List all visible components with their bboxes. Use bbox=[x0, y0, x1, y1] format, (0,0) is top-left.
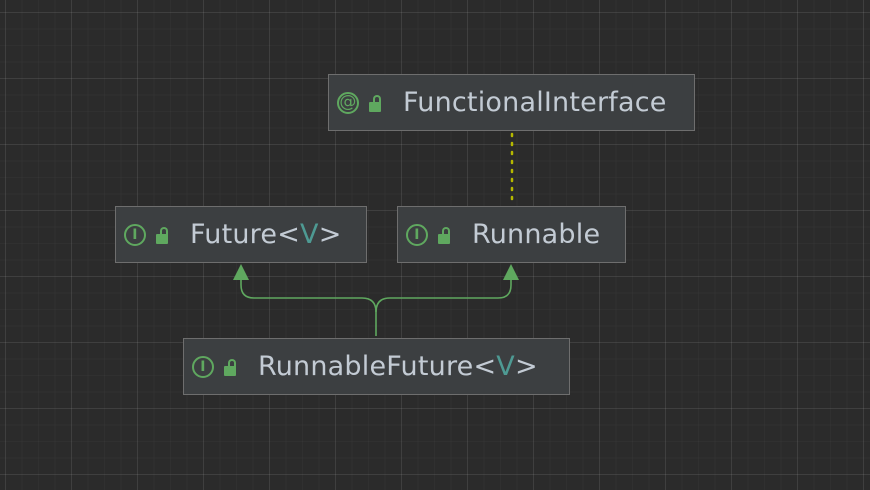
interface-icon: I bbox=[406, 223, 428, 246]
node-name: FunctionalInterface bbox=[403, 87, 667, 118]
node-name: Runnable bbox=[472, 219, 601, 250]
annotation-icon: @ bbox=[337, 91, 359, 114]
node-name: Future bbox=[190, 219, 278, 250]
node-runnable[interactable]: I Runnable bbox=[397, 206, 626, 263]
node-name: RunnableFuture bbox=[258, 351, 474, 382]
inheritance-edge-runnable bbox=[375, 280, 512, 313]
inheritance-arrowhead-runnable bbox=[503, 264, 519, 280]
node-runnable-future[interactable]: I RunnableFuture<V> bbox=[183, 338, 570, 395]
unlocked-public-icon bbox=[154, 225, 172, 245]
node-functional-interface[interactable]: @ FunctionalInterface bbox=[328, 74, 695, 131]
interface-icon: I bbox=[124, 223, 146, 246]
unlocked-public-icon bbox=[222, 357, 240, 377]
inheritance-edge-future bbox=[240, 280, 377, 336]
type-parameter: V bbox=[300, 219, 319, 250]
inheritance-arrowhead-future bbox=[233, 264, 249, 280]
unlocked-public-icon bbox=[367, 93, 385, 113]
node-future[interactable]: I Future<V> bbox=[115, 206, 367, 263]
interface-icon: I bbox=[192, 355, 214, 378]
unlocked-public-icon bbox=[436, 225, 454, 245]
type-parameter: V bbox=[496, 351, 515, 382]
